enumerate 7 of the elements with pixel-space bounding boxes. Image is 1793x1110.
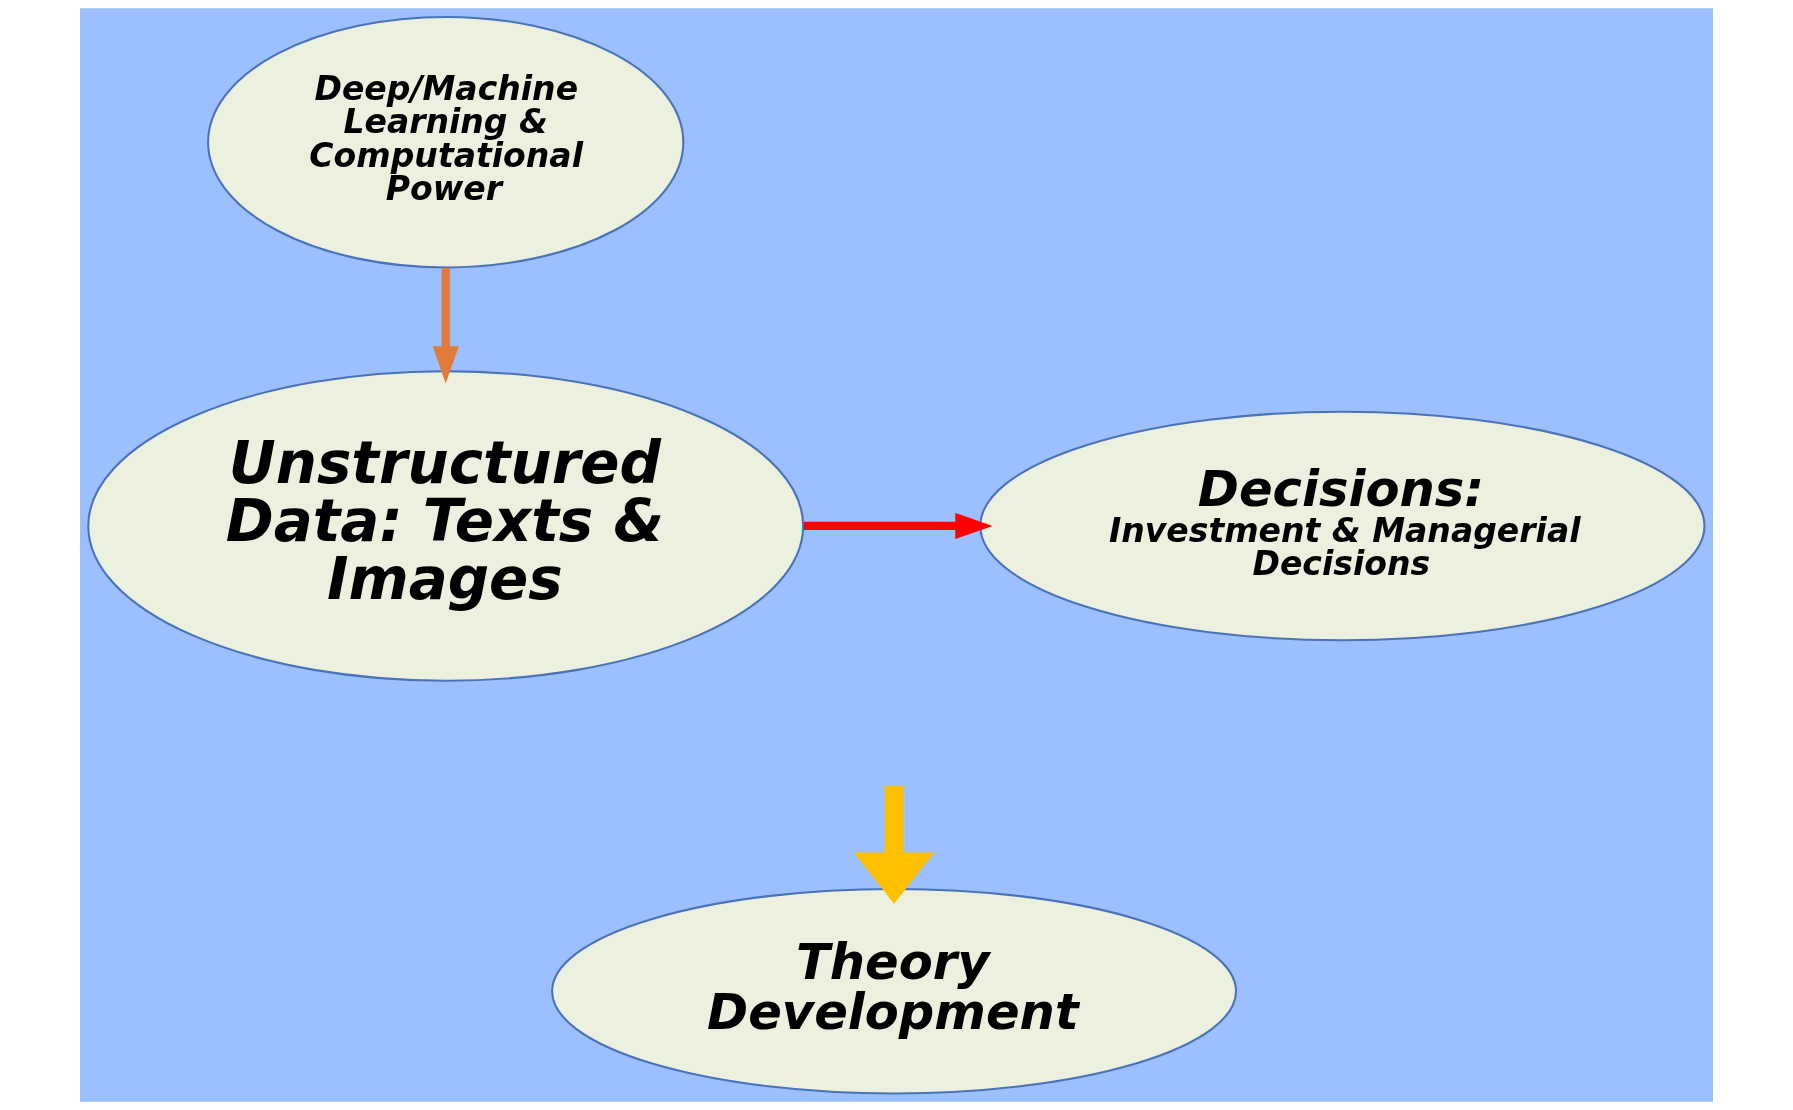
node-ellipse: Theory Development — [551, 887, 1238, 1095]
node-ellipse: Deep/Machine Learning & Computational Power — [207, 15, 685, 269]
node-ellipse: Unstructured Data: Texts & Images — [87, 370, 805, 682]
node-ellipse: Decisions: Investment & Managerial Decisions — [979, 410, 1706, 642]
arrow — [432, 268, 459, 384]
arrow — [803, 512, 993, 540]
arrow — [853, 785, 935, 904]
